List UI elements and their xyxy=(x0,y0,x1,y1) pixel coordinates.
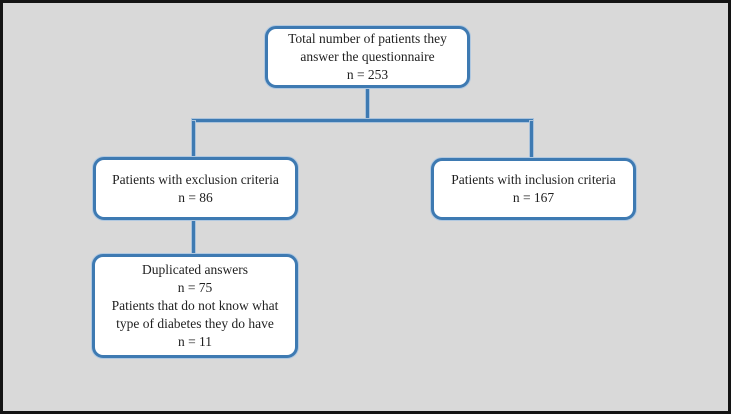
node-text-line: n = 86 xyxy=(178,189,213,205)
node-text-line: Patients with inclusion criteria xyxy=(451,172,616,188)
node-text-line: type of diabetes they do have xyxy=(116,315,274,331)
node-total-patients: Total number of patients they answer the… xyxy=(265,26,470,88)
connector-inclusion-drop xyxy=(530,121,533,158)
node-inclusion-criteria: Patients with inclusion criteria n = 167 xyxy=(431,158,636,220)
node-text-line: Duplicated answers xyxy=(141,262,249,278)
node-text-line: n = 167 xyxy=(512,190,555,205)
connector-branch-horizontal xyxy=(192,119,533,122)
connector-detail-drop xyxy=(192,220,195,254)
node-text-line: Total number of patients they xyxy=(288,31,447,47)
connector-exclusion-drop xyxy=(192,121,195,157)
node-text-line: n = 11 xyxy=(177,333,213,349)
connector-total-stub xyxy=(366,88,369,121)
node-exclusion-detail: Duplicated answers n = 75 Patients that … xyxy=(92,254,298,358)
node-text-line: answer the questionnaire xyxy=(300,49,435,65)
node-exclusion-criteria: Patients with exclusion criteria n = 86 xyxy=(93,157,298,220)
node-text-line: Patients that do not know what xyxy=(111,298,279,314)
node-text-line: n = 75 xyxy=(177,280,213,296)
node-text-line: Patients with exclusion criteria xyxy=(112,171,279,187)
node-text-line: n = 253 xyxy=(346,66,389,82)
